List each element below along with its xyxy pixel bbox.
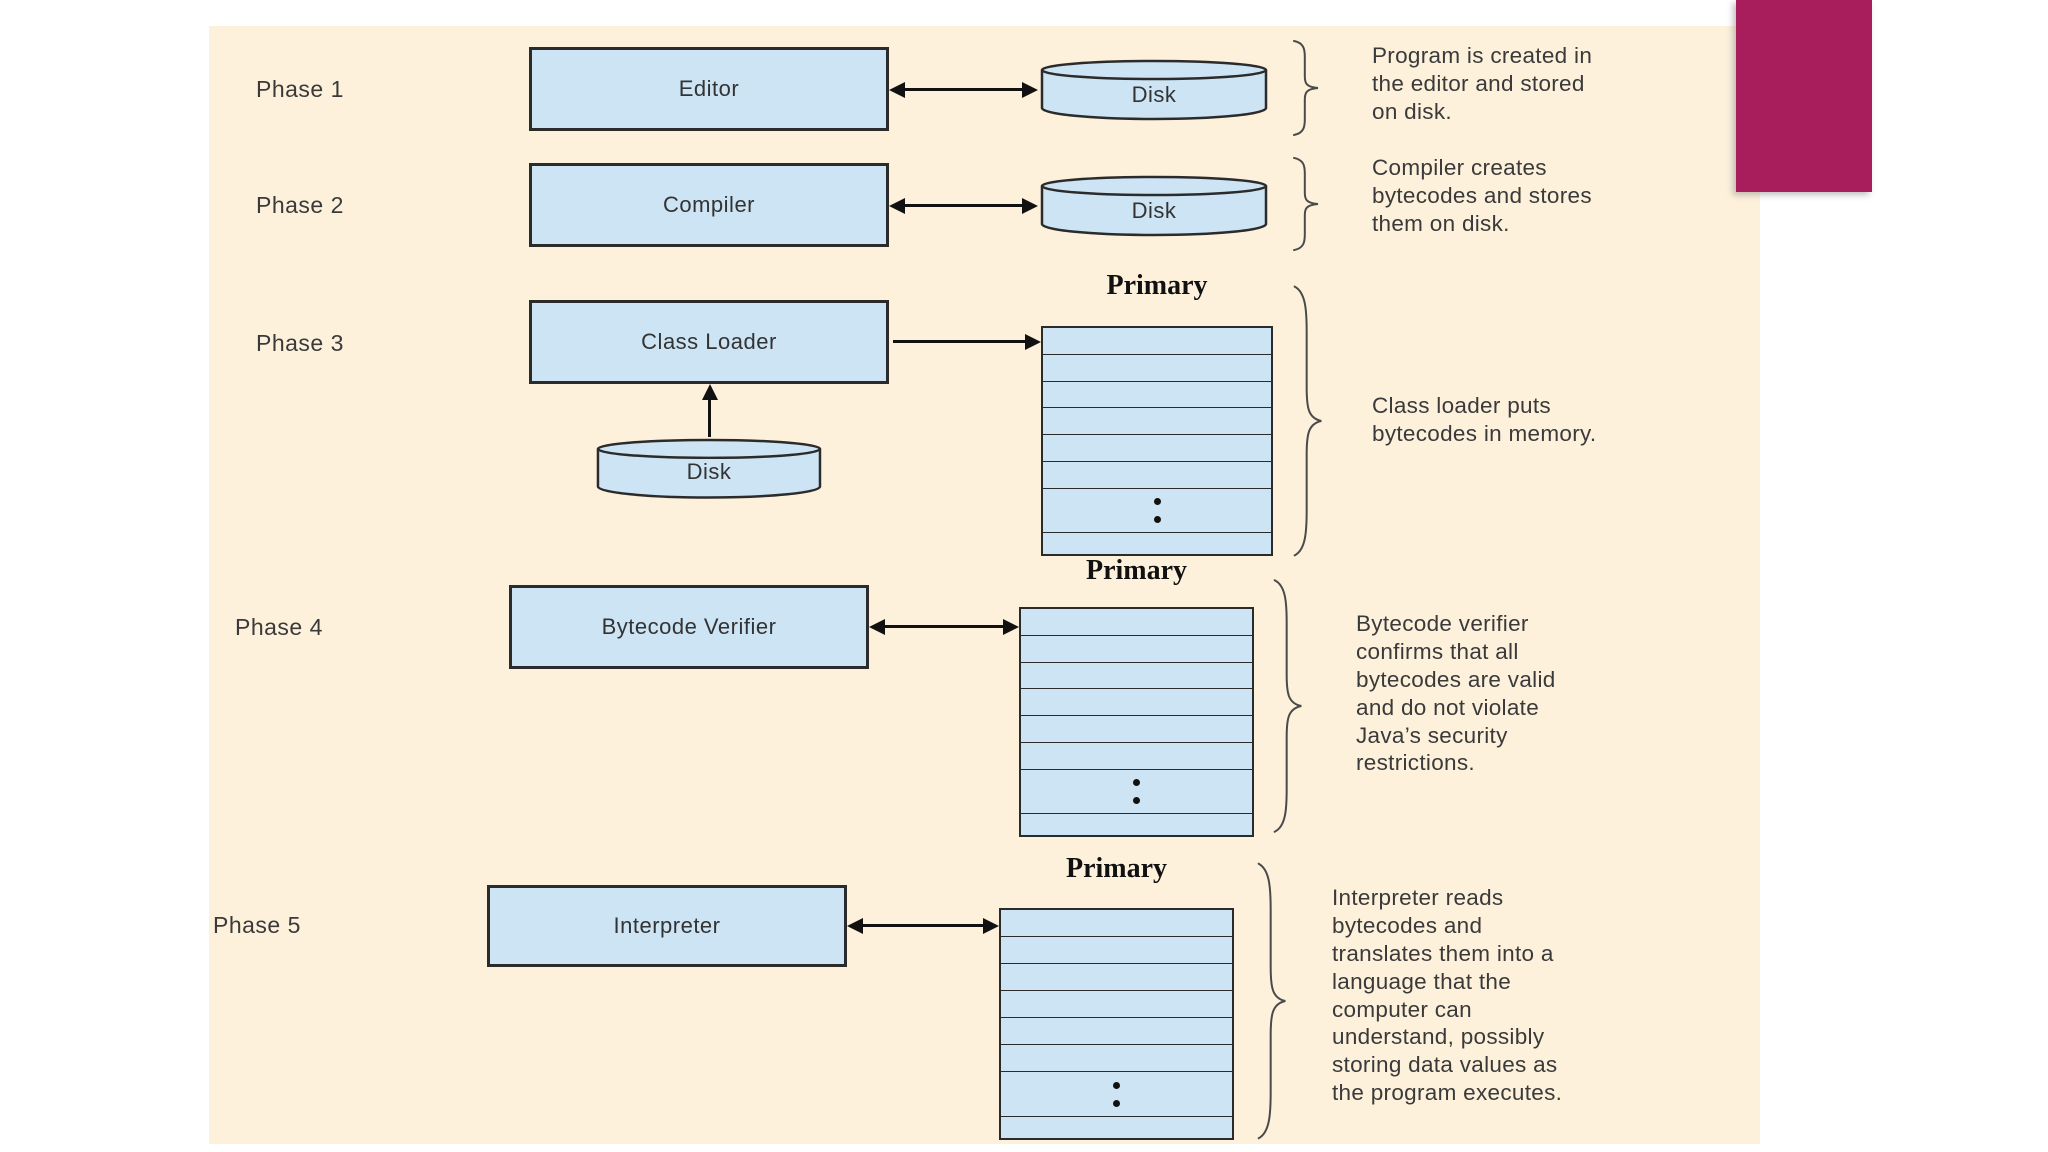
double-arrow-editor-disk xyxy=(904,88,1023,91)
primary-memory-heading-phase5: Primary xyxy=(1065,853,1168,884)
phase-1-label: Phase 1 xyxy=(256,76,344,102)
primary-memory-grid-phase3 xyxy=(1041,326,1273,556)
phase-5-label: Phase 5 xyxy=(213,912,301,938)
note-phase2: Compiler creates bytecodes and stores th… xyxy=(1372,155,1592,236)
note-phase3: Class loader puts bytecodes in memory. xyxy=(1372,393,1597,446)
memory-row xyxy=(1001,937,1232,964)
memory-ellipsis xyxy=(1043,489,1271,534)
memory-row xyxy=(1021,814,1252,835)
memory-row xyxy=(1021,743,1252,770)
diagram-background-panel xyxy=(209,26,1760,1144)
disk-cylinder-phase1: Disk xyxy=(1038,58,1270,124)
bytecode-verifier-box: Bytecode Verifier xyxy=(509,585,869,669)
editor-box: Editor xyxy=(529,47,889,131)
memory-row xyxy=(1021,716,1252,743)
disk-cylinder-shape xyxy=(596,438,822,499)
compiler-box: Compiler xyxy=(529,163,889,247)
slide-accent-block xyxy=(1736,0,1872,192)
double-arrow-compiler-disk xyxy=(904,204,1023,207)
memory-row xyxy=(1001,991,1232,1018)
memory-row xyxy=(1001,910,1232,937)
disk-cylinder-phase2: Disk xyxy=(1038,174,1270,240)
class-loader-box: Class Loader xyxy=(529,300,889,384)
memory-row xyxy=(1021,663,1252,690)
brace-phase3 xyxy=(1288,281,1328,561)
interpreter-box: Interpreter xyxy=(487,885,847,967)
memory-row xyxy=(1001,1018,1232,1045)
disk-label-phase1: Disk xyxy=(1131,81,1177,107)
memory-row xyxy=(1021,689,1252,717)
note-phase5: Interpreter reads bytecodes and translat… xyxy=(1332,885,1563,1106)
memory-row xyxy=(1043,435,1271,462)
memory-ellipsis xyxy=(1021,770,1252,815)
phase-4-label: Phase 4 xyxy=(235,614,323,640)
memory-row xyxy=(1043,328,1271,355)
disk-cylinder-shape xyxy=(1040,175,1268,237)
memory-row xyxy=(1043,382,1271,409)
phase-2-label: Phase 2 xyxy=(256,192,344,218)
arrow-disk-to-classloader xyxy=(708,399,711,437)
memory-row xyxy=(1021,609,1252,636)
double-arrow-verifier-memory xyxy=(884,625,1004,628)
memory-row xyxy=(1043,533,1271,554)
double-arrow-interpreter-memory xyxy=(862,924,984,927)
memory-row xyxy=(1001,964,1232,991)
phase-3-label: Phase 3 xyxy=(256,330,344,356)
note-phase1: Program is created in the editor and sto… xyxy=(1372,43,1593,124)
arrow-classloader-memory xyxy=(893,340,1026,343)
primary-memory-grid-phase5 xyxy=(999,908,1234,1140)
brace-phase2 xyxy=(1288,156,1324,252)
disk-cylinder-shape xyxy=(1040,59,1268,121)
disk-label-phase2: Disk xyxy=(1131,197,1177,223)
memory-row xyxy=(1001,1117,1232,1138)
primary-memory-heading-phase4: Primary xyxy=(1085,555,1188,586)
disk-label-phase3: Disk xyxy=(686,459,732,485)
brace-phase5 xyxy=(1252,858,1292,1144)
brace-phase4 xyxy=(1268,575,1308,837)
memory-row xyxy=(1021,636,1252,663)
brace-phase1 xyxy=(1288,39,1324,137)
memory-ellipsis xyxy=(1001,1072,1232,1118)
memory-row xyxy=(1043,408,1271,436)
note-phase4: Bytecode verifier confirms that all byte… xyxy=(1356,611,1556,776)
primary-memory-heading-phase3: Primary xyxy=(1106,270,1208,301)
disk-cylinder-phase3: Disk xyxy=(594,437,824,499)
memory-row xyxy=(1043,355,1271,382)
memory-row xyxy=(1001,1045,1232,1072)
primary-memory-grid-phase4 xyxy=(1019,607,1254,837)
memory-row xyxy=(1043,462,1271,489)
